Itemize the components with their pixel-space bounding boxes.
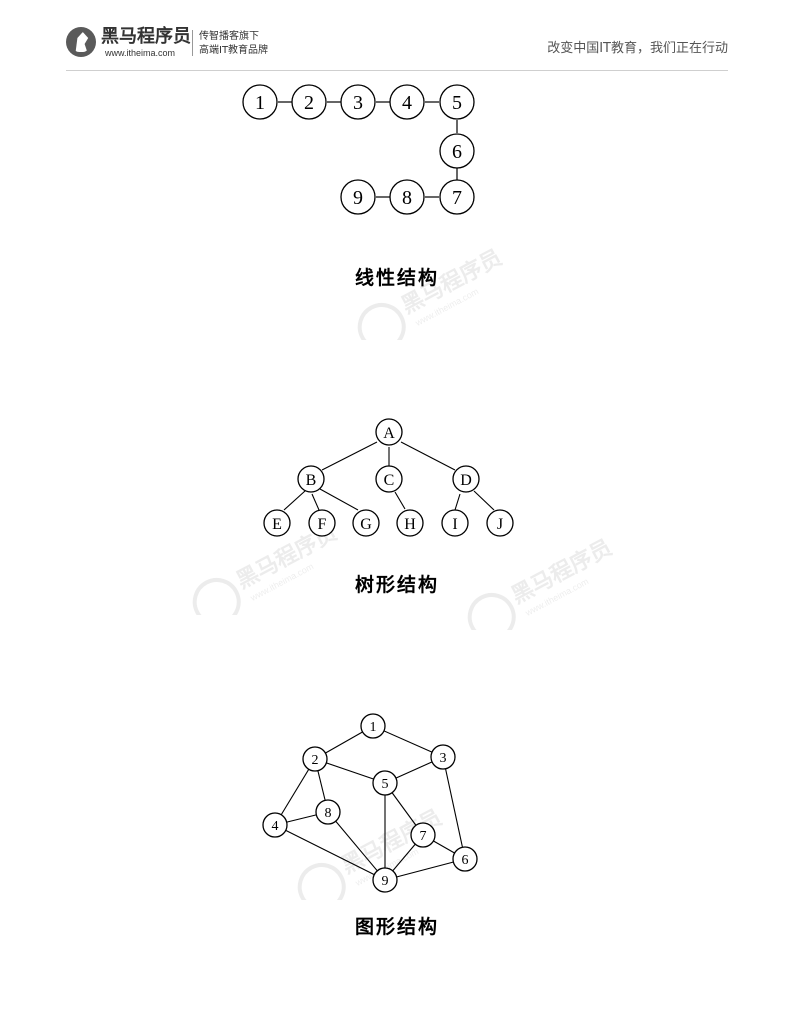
linear-node-circle [389,84,425,120]
graph-node-circle [452,846,478,872]
linear-node-label: 2 [304,92,314,114]
watermark-logo: 黑马程序员 www.itheima.com [357,245,506,340]
graph-node-circle [262,812,288,838]
tagline-line1: 传智播客旗下 [199,31,259,42]
linear-node-label: 5 [452,92,462,114]
linear-node-label: 8 [402,187,412,209]
tree-node-label: J [497,516,503,533]
linear-structure-diagram: 1 2 3 4 5 6 7 8 9 [242,84,475,215]
horse-logo-icon [66,27,96,57]
tree-node-circle [263,509,291,537]
graph-node-label: 3 [440,751,447,766]
graph-node-circle [430,744,456,770]
watermark-url: www.itheima.com [413,286,480,328]
graph-node-label: 9 [382,874,389,889]
tagline-line2: 高端IT教育品牌 [199,45,269,56]
linear-node-circle [340,179,376,215]
linear-node-label: 9 [353,187,363,209]
header-rule [66,70,728,71]
linear-node-circle [340,84,376,120]
linear-node-circle [389,179,425,215]
tree-node-label: A [383,425,395,442]
tree-node-circle [297,465,325,493]
graph-structure-diagram: 1 2 3 4 5 6 7 8 9 [262,713,478,893]
linear-node-circle [242,84,278,120]
graph-node-circle [410,822,436,848]
tree-node-label: E [272,516,282,533]
graph-node-circle [315,799,341,825]
graph-node-label: 2 [312,753,319,768]
linear-node-label: 1 [255,92,265,114]
linear-node-label: 4 [402,92,412,114]
tree-node-circle [452,465,480,493]
graph-node-circle [302,746,328,772]
linear-node-circle [439,84,475,120]
tree-node-label: F [318,516,327,533]
graph-node-label: 4 [272,819,279,834]
tree-node-label: I [452,516,457,533]
tree-node-label: H [404,516,416,533]
tree-node-label: B [306,472,317,489]
tree-node-circle [441,509,469,537]
tree-structure-caption: 树形结构 [354,574,439,596]
graph-node-circle [360,713,386,739]
brand-name: 黑马程序员 [101,26,191,47]
linear-node-label: 7 [452,187,462,209]
graph-node-label: 8 [325,806,332,821]
page-header: 黑马程序员 www.itheima.com 传智播客旗下 高端IT教育品牌 改变… [0,0,794,72]
linear-node-circle [439,133,475,169]
graph-node-circle [372,867,398,893]
graph-structure-caption: 图形结构 [354,916,439,938]
tree-node-label: D [460,472,472,489]
header-slogan: 改变中国IT教育，我们正在行动 [547,41,728,56]
brand-url: www.itheima.com [105,48,176,58]
header-divider [192,30,193,56]
tree-node-circle [486,509,514,537]
tree-structure-diagram: A B C D E F G H I J [263,418,514,537]
linear-node-label: 6 [452,141,462,163]
linear-node-label: 3 [353,92,363,114]
tree-node-circle [375,465,403,493]
linear-node-circle [291,84,327,120]
graph-node-label: 1 [370,720,377,735]
graph-node-label: 5 [382,777,389,792]
tree-node-circle [375,418,403,446]
graph-node-circle [372,770,398,796]
tree-node-circle [396,509,424,537]
linear-node-circle [439,179,475,215]
tree-node-circle [352,509,380,537]
tree-node-label: G [360,516,372,533]
tree-node-label: C [384,472,395,489]
tree-node-circle [308,509,336,537]
graph-node-label: 7 [420,829,427,844]
linear-structure-caption: 线性结构 [354,267,439,289]
graph-node-label: 6 [462,853,469,868]
